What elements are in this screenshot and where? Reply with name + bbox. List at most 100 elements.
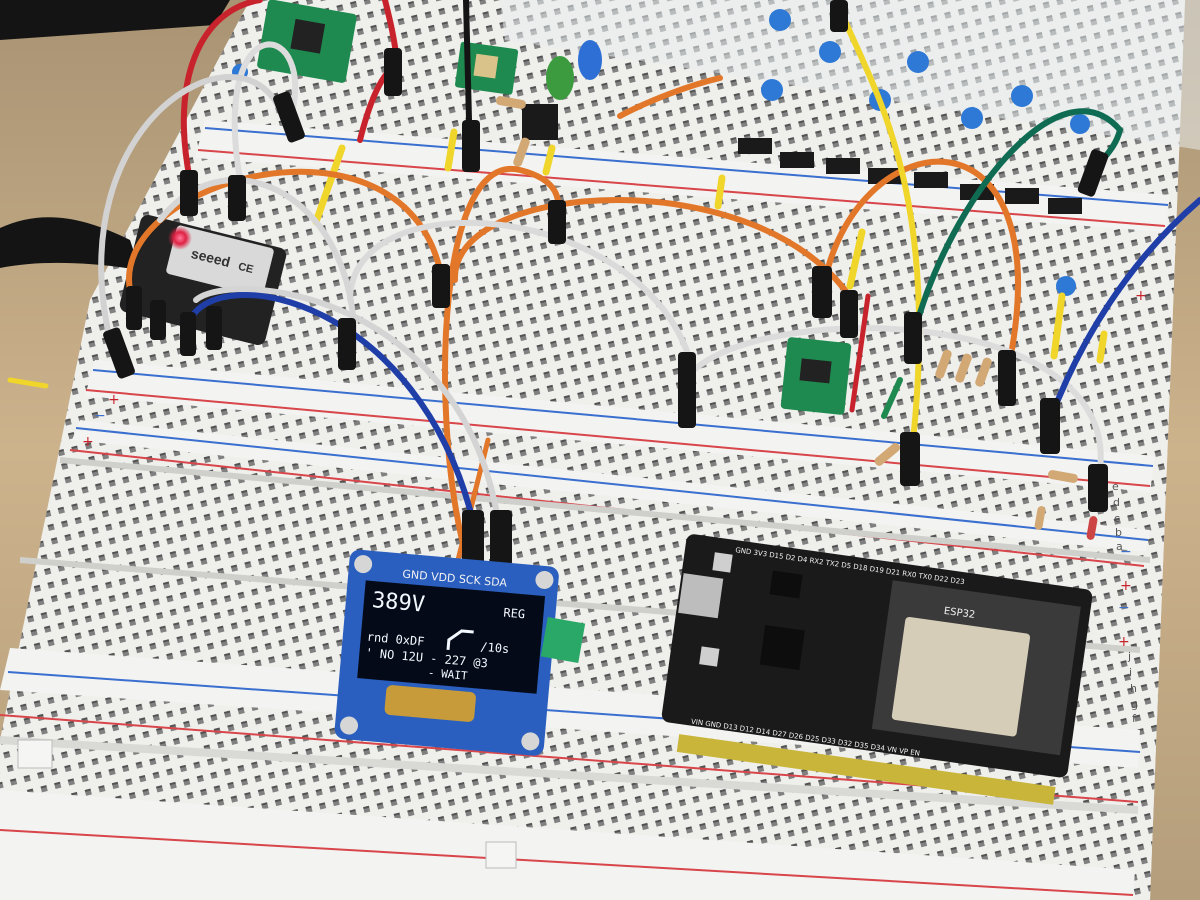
connector [180, 170, 198, 216]
en-button [699, 646, 720, 667]
connector [490, 510, 512, 566]
gray-wire [193, 286, 501, 523]
resistor [495, 96, 526, 109]
resistor [874, 442, 901, 466]
jumper-wires [98, 0, 1200, 563]
row-letter: d [1113, 496, 1120, 509]
resistor [975, 357, 992, 387]
orange-wire [822, 158, 1021, 363]
yellow-jumper [846, 228, 866, 290]
connector [840, 290, 858, 338]
connector [548, 200, 566, 244]
oled-line1-left: rnd 0xDF [366, 630, 425, 649]
connector [1077, 149, 1109, 197]
connector [678, 352, 696, 428]
esp32-board: GND 3V3 D15 D2 D4 RX2 TX2 D5 D18 D19 D21… [661, 534, 1093, 805]
oled-graph-icon [446, 629, 474, 650]
dupont-connectors [103, 0, 1109, 566]
connector [1088, 464, 1108, 512]
yellow-jumper [444, 128, 458, 172]
row-letter: a [1116, 540, 1123, 553]
yellow-jumper [1096, 330, 1108, 364]
yellow-jumper [542, 144, 556, 176]
cap [907, 51, 929, 73]
cap [1011, 85, 1033, 107]
connector [830, 0, 848, 32]
boot-button [712, 552, 733, 573]
connector [904, 312, 922, 364]
cap [961, 107, 983, 129]
connector [1040, 398, 1060, 454]
esp32-module-label: ESP32 [943, 606, 976, 621]
board-clip [485, 841, 517, 869]
oled-ribbon [384, 685, 476, 722]
oled-module: GND VDD SCK SDA 389V REG rnd 0xDF /10s '… [334, 549, 559, 756]
green-wire [912, 108, 1124, 333]
yellow-jumpers [7, 128, 1108, 389]
row-letter: b [1115, 526, 1122, 539]
row-letter: c [1114, 512, 1120, 525]
resistor [1034, 506, 1046, 530]
diode [1005, 188, 1039, 204]
oled-line2-b: - WAIT [427, 666, 468, 682]
resistor [955, 353, 972, 383]
connector [812, 266, 832, 318]
green-tab [540, 617, 586, 663]
rail-minus-sign-3: − [1118, 600, 1130, 616]
xiao-ce-mark: CE [237, 261, 255, 276]
blue-wire [187, 291, 477, 528]
gray-wire [347, 219, 693, 363]
row-letter: g [1131, 698, 1138, 711]
orange-wire [451, 197, 855, 303]
diode [914, 172, 948, 188]
rail-plus-sign-3: + [1120, 578, 1132, 594]
resistor [513, 137, 530, 167]
esp32-header-pins [676, 734, 1056, 805]
rail-minus-sign-2: − [1120, 544, 1132, 560]
resistor [935, 349, 952, 379]
connector [150, 300, 166, 340]
connector [228, 175, 246, 221]
connector [998, 350, 1016, 406]
connector [384, 48, 402, 96]
cap [769, 9, 791, 31]
gray-wire [231, 41, 299, 183]
connector [126, 286, 142, 330]
status-led [168, 226, 192, 250]
usb-port [678, 573, 724, 619]
yellow-jumper [1050, 292, 1066, 360]
cap [819, 41, 841, 63]
row-letter: f [1132, 712, 1137, 725]
rail-plus-sign: + [108, 392, 120, 408]
cap [761, 79, 783, 101]
usb-chip [759, 624, 805, 671]
black-ic [522, 104, 558, 140]
yellow-jumper [312, 144, 346, 226]
inductor [546, 56, 574, 100]
red-wire [180, 0, 263, 183]
gray-wire [98, 74, 283, 343]
rail-plus-sign-4: + [1135, 288, 1147, 304]
orange-wire [617, 75, 723, 119]
connector [180, 312, 196, 356]
resistor [1086, 516, 1098, 540]
green-jumper [881, 377, 903, 419]
resistors [495, 96, 1098, 540]
board-clip [17, 739, 53, 769]
regulator [769, 570, 803, 599]
oled-line1-right: /10s [480, 640, 510, 656]
rail-minus-sign: − [94, 408, 106, 424]
plastic-cover [500, 0, 1200, 150]
connector [462, 510, 484, 566]
rail-plus-sign-2: + [82, 434, 94, 450]
row-letter: e [1112, 480, 1119, 493]
row-letters: e d c b a j i h g f [1112, 480, 1138, 725]
oled-mode: REG [503, 606, 526, 622]
connector [273, 91, 305, 143]
connector [338, 318, 356, 370]
diode [780, 152, 814, 168]
capacitor-blue [578, 40, 602, 80]
loose-yellow-jumper [7, 377, 49, 389]
red-jumper [849, 293, 871, 413]
